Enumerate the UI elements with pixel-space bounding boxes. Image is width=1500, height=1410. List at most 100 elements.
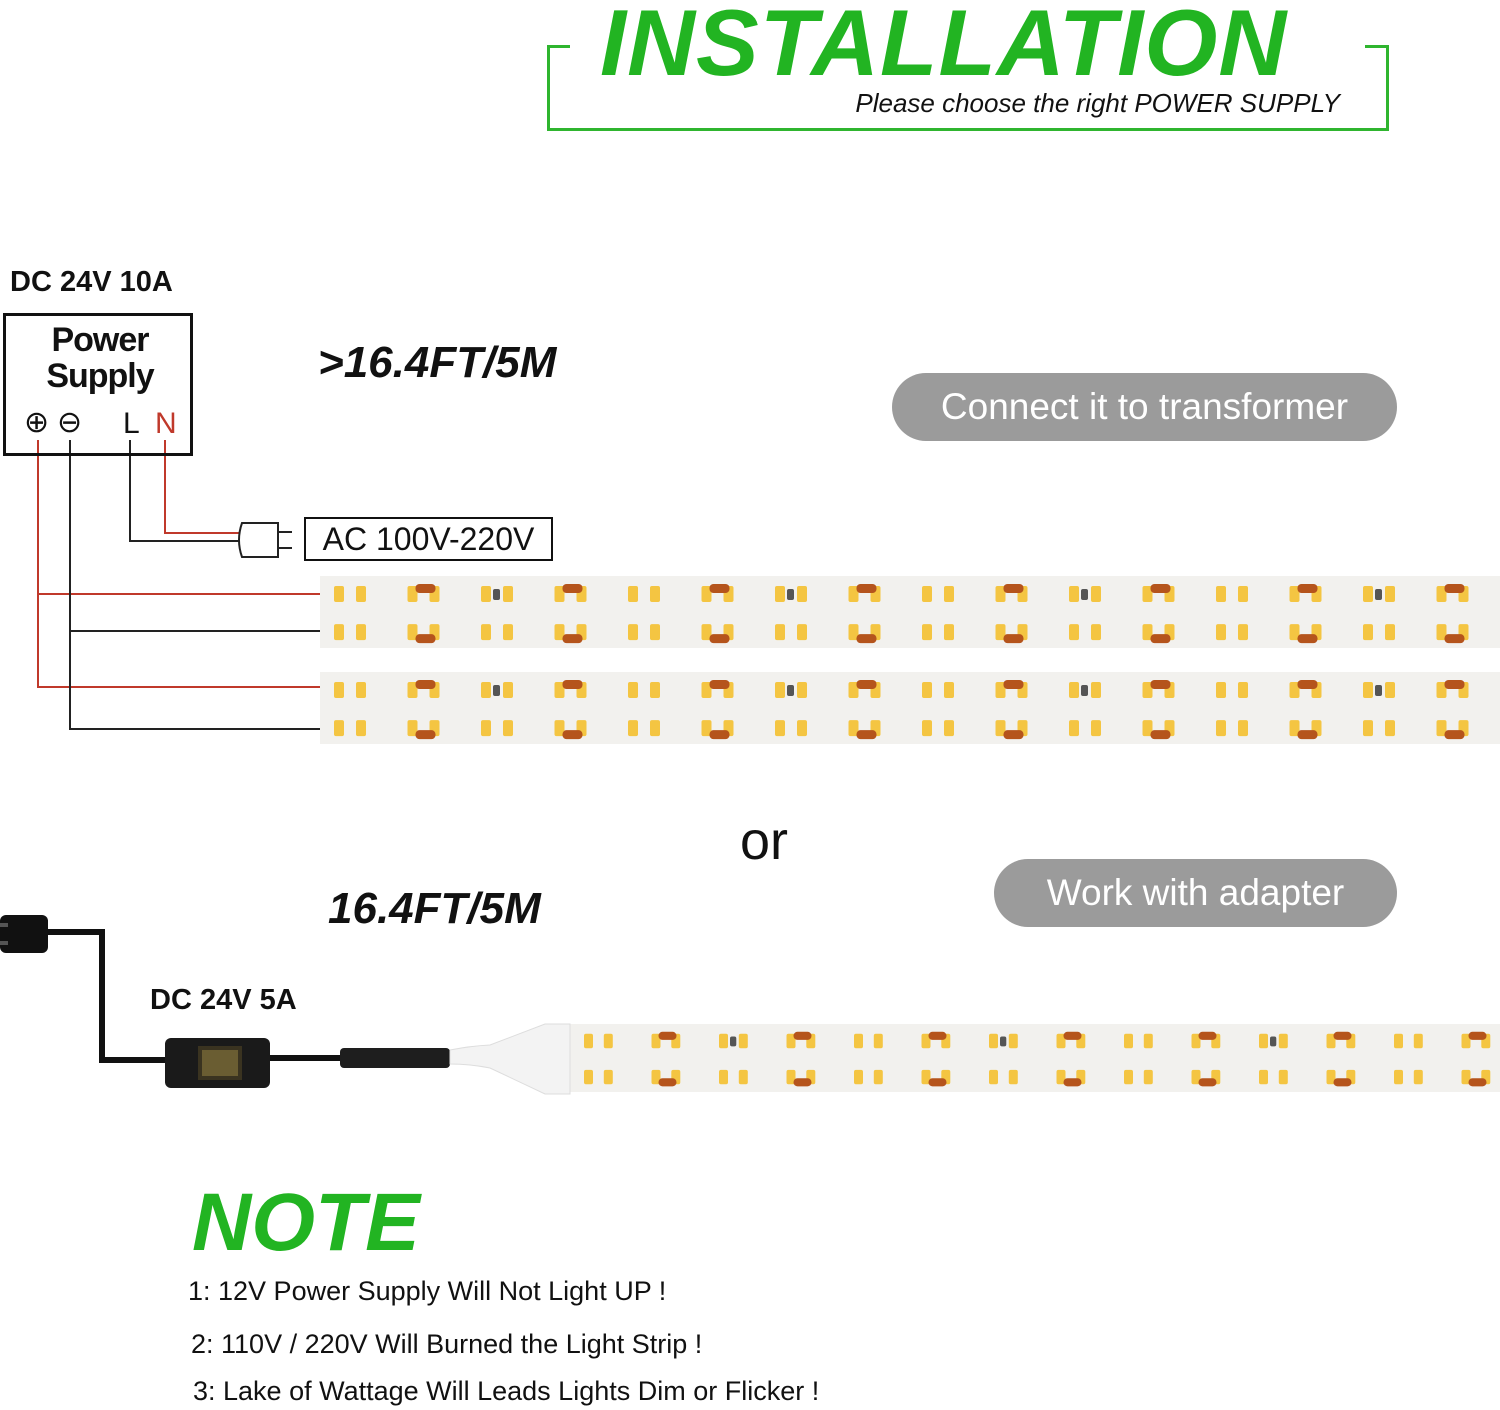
led-chip xyxy=(407,682,418,698)
led-chip xyxy=(628,624,638,641)
led-chip xyxy=(786,1033,796,1049)
led-chip xyxy=(921,1069,931,1085)
led-chip xyxy=(554,720,565,737)
resistor xyxy=(793,1031,812,1040)
note-title: NOTE xyxy=(192,1177,420,1268)
resistor xyxy=(1333,1031,1352,1040)
resistor xyxy=(1003,680,1024,689)
resistor xyxy=(415,634,436,644)
led-chip xyxy=(1238,720,1248,737)
led-chip xyxy=(1436,586,1447,602)
led-chip xyxy=(848,682,859,698)
led-chip xyxy=(944,720,954,737)
resistor xyxy=(1444,634,1465,644)
led-chip xyxy=(334,586,344,602)
note-item-1: 1: 12V Power Supply Will Not Light UP ! xyxy=(188,1276,667,1306)
led-chip xyxy=(1394,1033,1403,1049)
led-chip xyxy=(650,720,660,737)
ic-chip xyxy=(493,589,500,600)
led-chip xyxy=(1363,586,1373,602)
resistor xyxy=(709,584,730,593)
led-chip xyxy=(503,586,513,602)
led-chip xyxy=(797,624,807,641)
led-chip xyxy=(1238,624,1248,641)
led-chip xyxy=(1069,624,1079,641)
led-chip xyxy=(1436,624,1447,641)
resistor xyxy=(1150,634,1171,644)
led-chip xyxy=(503,720,513,737)
power-supply-box xyxy=(3,313,193,456)
led-chip xyxy=(1069,720,1079,737)
led-chip xyxy=(873,1069,883,1085)
terminal-l: L xyxy=(123,407,140,440)
resistor xyxy=(1198,1078,1217,1087)
led-chip xyxy=(1191,1069,1201,1085)
resistor xyxy=(1150,680,1171,689)
led-chip xyxy=(854,1033,863,1049)
led-chip xyxy=(719,1033,728,1049)
led-chip xyxy=(407,624,418,641)
resistor xyxy=(1297,730,1318,740)
led-chip xyxy=(873,1033,883,1049)
led-chip xyxy=(1069,682,1079,698)
ic-chip xyxy=(1375,685,1382,696)
led-chip xyxy=(1008,1069,1018,1085)
led-chip xyxy=(1259,1033,1268,1049)
led-chip xyxy=(1216,586,1226,602)
led-chip xyxy=(797,720,807,737)
led-strip-2 xyxy=(320,672,1500,744)
led-chip xyxy=(775,586,785,602)
resistor xyxy=(928,1078,947,1087)
led-chip xyxy=(797,682,807,698)
led-chip xyxy=(603,1033,613,1049)
led-chip xyxy=(1143,1033,1153,1049)
long-strip-length: >16.4FT/5M xyxy=(318,338,557,387)
led-chip xyxy=(944,586,954,602)
led-chip xyxy=(584,1033,593,1049)
resistor xyxy=(1333,1078,1352,1087)
resistor xyxy=(562,730,583,740)
resistor xyxy=(562,584,583,593)
led-chip xyxy=(1056,1033,1066,1049)
led-chip xyxy=(356,682,366,698)
strip-end-cap xyxy=(449,1023,571,1095)
led-chip xyxy=(334,624,344,641)
led-chip xyxy=(995,586,1006,602)
led-chip xyxy=(481,586,491,602)
led-chip xyxy=(1278,1069,1288,1085)
resistor xyxy=(1150,584,1171,593)
led-chip xyxy=(1363,624,1373,641)
led-chip xyxy=(738,1033,748,1049)
resistor xyxy=(415,584,436,593)
ic-chip xyxy=(787,589,794,600)
led-chip xyxy=(775,624,785,641)
ac-input-label: AC 100V-220V xyxy=(304,517,553,561)
led-chip xyxy=(1363,682,1373,698)
eu-plug-icon xyxy=(0,915,48,953)
led-chip xyxy=(334,682,344,698)
page-subtitle: Please choose the right POWER SUPPLY xyxy=(855,88,1340,118)
resistor xyxy=(856,730,877,740)
resistor xyxy=(1444,730,1465,740)
resistor xyxy=(1198,1031,1217,1040)
resistor xyxy=(1003,730,1024,740)
led-chip xyxy=(1056,1069,1066,1085)
power-supply-label-line2: Supply xyxy=(46,357,154,395)
led-chip xyxy=(1069,586,1079,602)
terminal-minus: ⊖ xyxy=(57,406,83,439)
led-chip xyxy=(944,624,954,641)
resistor xyxy=(1003,584,1024,593)
resistor xyxy=(1297,680,1318,689)
led-chip xyxy=(554,624,565,641)
led-strip-3 xyxy=(570,1024,1500,1092)
led-chip xyxy=(1091,624,1101,641)
led-chip xyxy=(995,720,1006,737)
led-chip xyxy=(719,1069,728,1085)
led-chip xyxy=(650,624,660,641)
led-chip xyxy=(1091,586,1101,602)
led-chip xyxy=(701,682,712,698)
led-chip xyxy=(989,1069,998,1085)
led-chip xyxy=(1385,682,1395,698)
ic-chip xyxy=(493,685,500,696)
